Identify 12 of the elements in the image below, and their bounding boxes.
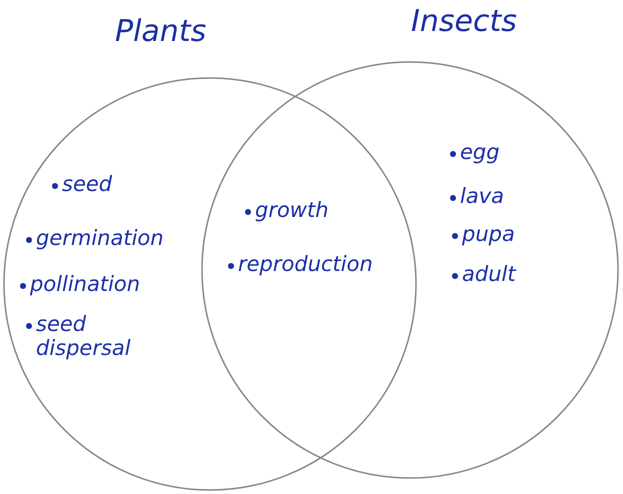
list-item: egg [460,140,501,164]
list-item: lava [460,184,505,208]
list-item: adult [462,262,518,286]
list-item: pupa [462,222,516,246]
list-item: pollination [30,272,142,296]
list-item: growth [255,198,330,222]
circle-heading: Insects [411,4,517,39]
circle-heading: Plants [115,14,206,49]
list-item: seed dispersal [36,312,132,360]
list-item: seed [62,172,114,196]
list-item: germination [36,226,165,250]
list-item: reproduction [238,252,374,276]
